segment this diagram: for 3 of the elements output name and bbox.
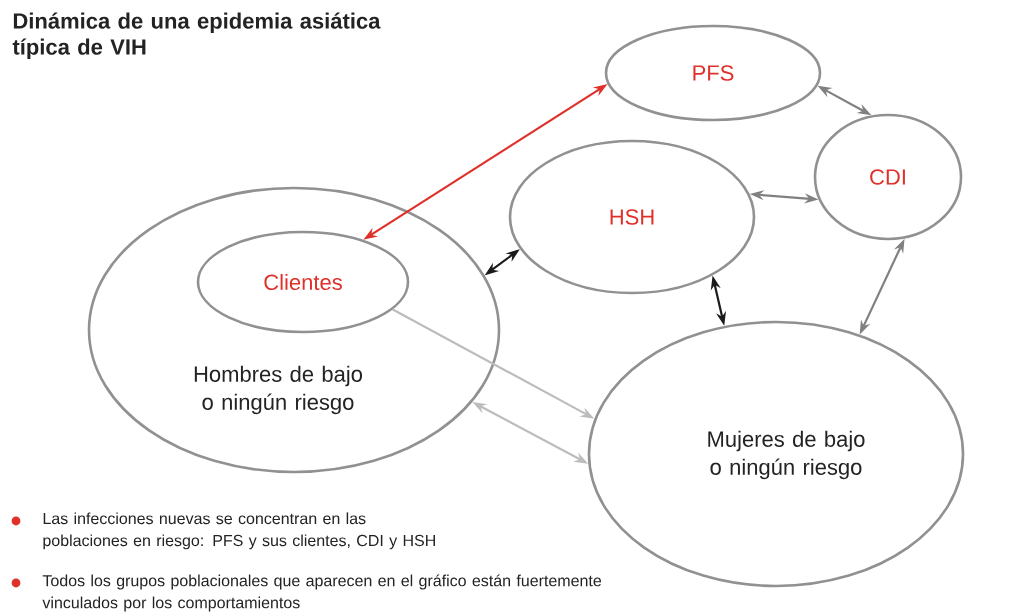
bullet-text: Las infecciones nuevas se concentran en las poblaciones en riesgo: PFS y sus clientes, CDI y HSH xyxy=(43,512,435,550)
title: Dinámica de una epidemia asiática típica de VIH xyxy=(12,12,381,60)
bullet-text: Todos los grupos poblacionales que aparecen en el gráfico están fuertemente vinculados por los comportamientos xyxy=(42,574,602,612)
